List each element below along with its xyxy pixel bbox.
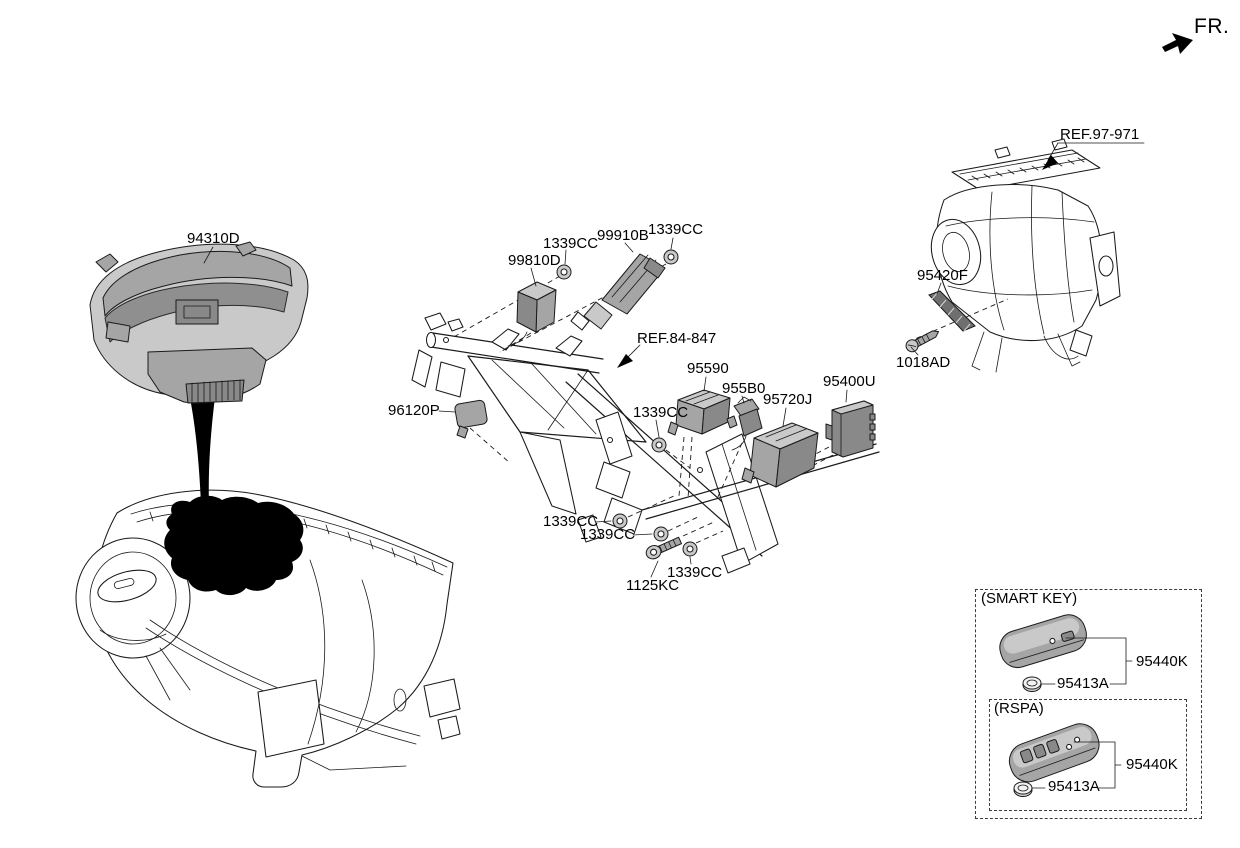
label-95413a-1: 95413A [1057,675,1109,692]
module-99910b-drawing [570,253,666,331]
module-99810d-drawing [507,281,557,347]
rspa-section-title: (RSPA) [994,700,1044,717]
label-95440k-1: 95440K [1136,653,1188,670]
label-ref-97-971: REF.97-971 [1060,126,1140,143]
label-95400u: 95400U [823,373,876,390]
nut-1339cc-6 [682,541,698,557]
fasteners [556,249,940,560]
label-1125kc: 1125KC [626,577,680,594]
screw-1018ad-drawing [905,330,940,353]
battery-95413a-drawing-1 [1022,676,1042,692]
label-1339cc-4: 1339CC [543,513,599,530]
label-1339cc-5: 1339CC [580,526,636,543]
nut-1339cc-3 [651,437,667,453]
rspa-fob-drawing [1008,723,1100,783]
hvac-drawing [930,138,1121,373]
label-ref-84-847: REF.84-847 [637,330,717,347]
nut-1339cc-2 [663,249,679,265]
nut-1339cc-5 [653,526,669,542]
label-95440k-2: 95440K [1126,756,1178,773]
label-94310d: 94310D [187,230,240,247]
module-95720j-drawing [741,422,819,488]
smart-key-bracket-lines [1031,637,1133,789]
label-95413a-2: 95413A [1048,778,1100,795]
controller-95400u-drawing [825,400,876,458]
cluster-location-blob [164,495,304,596]
label-95720j: 95720J [763,391,813,408]
label-1018ad: 1018AD [896,354,951,371]
dashboard-drawing [75,397,461,788]
label-95420f: 95420F [917,267,968,284]
label-1339cc-2: 1339CC [648,221,704,238]
antenna-95420f-drawing [928,290,976,332]
battery-95413a-drawing-2 [1013,781,1033,797]
smart-key-section-box [975,589,1202,819]
label-99810d: 99810D [508,252,561,269]
cluster-94310d-drawing [89,241,309,404]
rspa-section-box [989,699,1187,811]
label-1339cc-3: 1339CC [633,404,689,421]
leader-lines [203,142,1145,578]
label-1339cc-1: 1339CC [543,235,599,252]
label-99910b: 99910B [597,227,649,244]
smart-key-section-title: (SMART KEY) [981,590,1078,607]
module-95590-drawing [667,389,738,436]
pad-96120p-drawing [454,399,488,439]
fr-direction-label: FR. [1194,15,1230,38]
label-955b0: 955B0 [722,380,766,397]
relay-955b0-drawing [731,396,763,451]
cluster-pointer-wedge [190,397,215,505]
smart-key-fob-drawing [999,614,1087,669]
fr-direction-arrow-icon [1162,33,1193,54]
label-1339cc-6: 1339CC [667,564,723,581]
label-95590: 95590 [687,360,729,377]
bolt-1125kc-drawing [645,536,682,560]
label-96120p: 96120P [388,402,440,419]
